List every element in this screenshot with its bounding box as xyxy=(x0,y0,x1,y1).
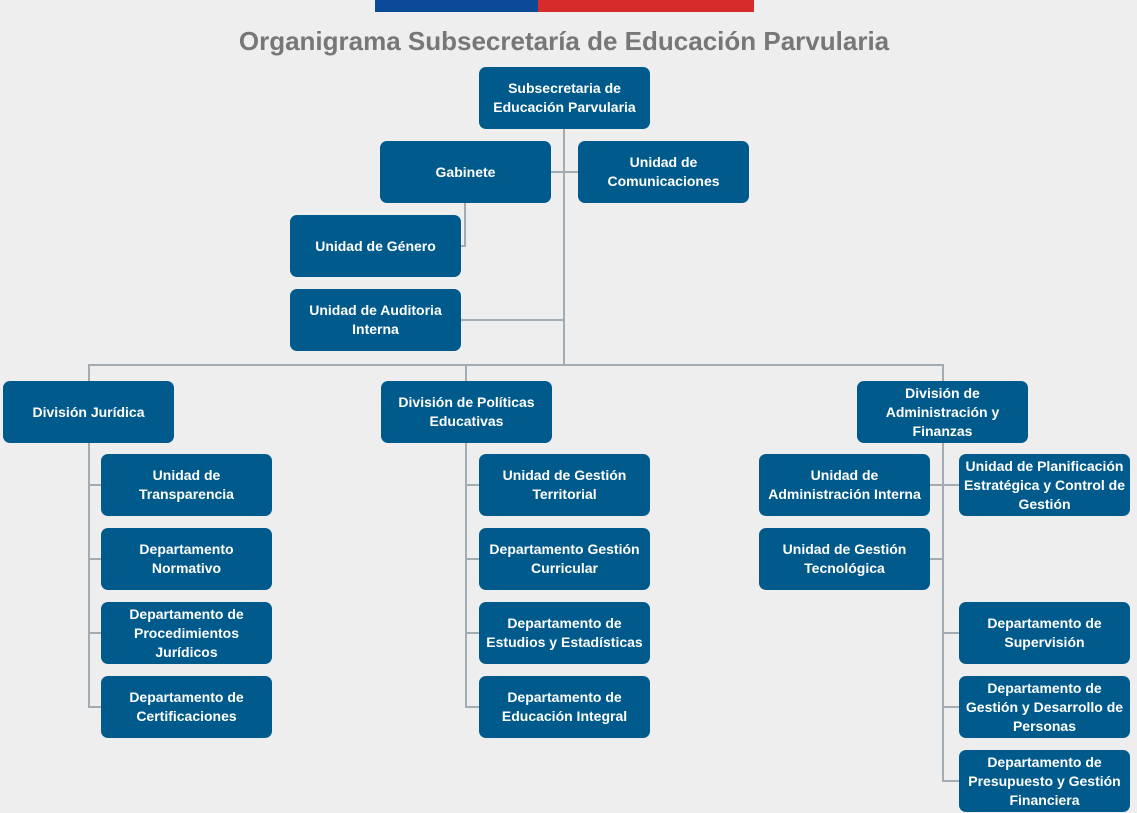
connector-line xyxy=(465,484,479,486)
node-auditoria[interactable]: Unidad de Auditoria Interna xyxy=(290,289,461,351)
connector-line xyxy=(88,484,101,486)
connector-line xyxy=(942,780,959,782)
node-unit[interactable]: Departamento de Procedimientos Jurídicos xyxy=(101,602,272,664)
node-gabinete[interactable]: Gabinete xyxy=(380,141,551,203)
connector-line xyxy=(465,364,467,381)
node-unit[interactable]: Unidad de Planificación Estratégica y Co… xyxy=(959,454,1130,516)
connector-line xyxy=(88,558,101,560)
node-unit[interactable]: Departamento de Estudios y Estadísticas xyxy=(479,602,650,664)
connector-line xyxy=(88,364,90,381)
node-unit[interactable]: Unidad de Gestión Territorial xyxy=(479,454,650,516)
node-unit[interactable]: Departamento de Presupuesto y Gestión Fi… xyxy=(959,750,1130,812)
node-unit[interactable]: Departamento de Supervisión xyxy=(959,602,1130,664)
node-unit[interactable]: Departamento de Certificaciones xyxy=(101,676,272,738)
connector-line xyxy=(461,319,565,321)
connector-line xyxy=(942,706,959,708)
node-division-administracion[interactable]: División de Administración y Finanzas xyxy=(857,381,1028,443)
connector-line xyxy=(465,706,479,708)
connector-line xyxy=(563,129,565,366)
node-division-politicas[interactable]: División de Políticas Educativas xyxy=(381,381,552,443)
connector-line xyxy=(551,171,578,173)
connector-line xyxy=(465,558,479,560)
connector-line xyxy=(88,443,90,708)
node-division-juridica[interactable]: División Jurídica xyxy=(3,381,174,443)
connector-line xyxy=(88,706,101,708)
node-unit[interactable]: Unidad de Gestión Tecnológica xyxy=(759,528,930,590)
page-title: Organigrama Subsecretaría de Educación P… xyxy=(238,26,890,56)
node-unit[interactable]: Departamento Gestión Curricular xyxy=(479,528,650,590)
node-subsecretaria[interactable]: Subsecretaria de Educación Parvularia xyxy=(479,67,650,129)
connector-line xyxy=(942,443,944,782)
node-unit[interactable]: Unidad de Administración Interna xyxy=(759,454,930,516)
connector-line xyxy=(465,632,479,634)
connector-line xyxy=(465,443,467,708)
node-genero[interactable]: Unidad de Género xyxy=(290,215,461,277)
node-unit[interactable]: Unidad de Transparencia xyxy=(101,454,272,516)
connector-line xyxy=(88,632,101,634)
connector-line xyxy=(930,558,944,560)
flag-bar-red xyxy=(538,0,754,12)
connector-line xyxy=(930,484,959,486)
flag-bar-blue xyxy=(375,0,538,12)
node-unit[interactable]: Departamento Normativo xyxy=(101,528,272,590)
connector-line xyxy=(88,364,944,366)
node-unit[interactable]: Departamento de Educación Integral xyxy=(479,676,650,738)
node-comunicaciones[interactable]: Unidad de Comunicaciones xyxy=(578,141,749,203)
connector-line xyxy=(942,364,944,381)
node-unit[interactable]: Departamento de Gestión y Desarrollo de … xyxy=(959,676,1130,738)
connector-line xyxy=(942,632,959,634)
connector-line xyxy=(464,203,466,247)
connector-line xyxy=(461,245,466,247)
